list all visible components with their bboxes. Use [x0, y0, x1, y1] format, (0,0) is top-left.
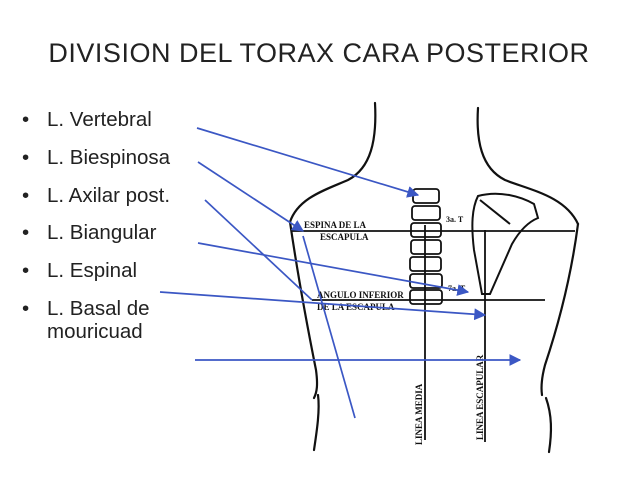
left-arm-outline [288, 220, 319, 400]
bullet-espinal: L. Espinal [22, 259, 212, 282]
reference-lines [292, 225, 575, 442]
left-torso-outline [312, 393, 320, 452]
right-arm-outline [540, 222, 580, 397]
pointer-axilar-vertical [302, 235, 356, 419]
neck-left-outline [288, 101, 377, 224]
linea-media-label: LINEA MEDIA [414, 383, 424, 445]
pointer-biangular [197, 242, 470, 296]
spine-scapula-label-1: ESPINA DE LA [304, 220, 367, 230]
bullet-list: L. Vertebral L. Biespinosa L. Axilar pos… [22, 108, 212, 358]
slide-title: DIVISION DEL TORAX CARA POSTERIOR [48, 38, 590, 68]
bullet-axilar-post: L. Axilar post. [22, 184, 212, 207]
pointer-biespinosa [197, 161, 304, 232]
neck-right-outline [476, 106, 580, 226]
bullet-biangular: L. Biangular [22, 221, 212, 244]
pointer-vertebral [196, 127, 420, 198]
back-outline [288, 101, 580, 454]
linea-escapular-label: LINEA ESCAPULAR [475, 354, 485, 440]
bullet-biespinosa: L. Biespinosa [22, 146, 212, 169]
angle-scapula-label-2: DE LA ESCAPULA [317, 302, 395, 312]
spine-scapula-label-2: ESCAPULA [320, 232, 369, 242]
pointer-lines [159, 127, 522, 419]
angle-scapula-label-1: ANGULO INFERIOR [317, 290, 404, 300]
vertebra-3-label: 3a. T [446, 215, 464, 224]
pointer-axilar-post [204, 199, 313, 301]
bullet-basal-mouricuad: L. Basal de mouricuad [22, 297, 212, 343]
right-scapula [471, 192, 540, 295]
right-torso-outline [544, 396, 553, 454]
bullet-vertebral: L. Vertebral [22, 108, 212, 131]
